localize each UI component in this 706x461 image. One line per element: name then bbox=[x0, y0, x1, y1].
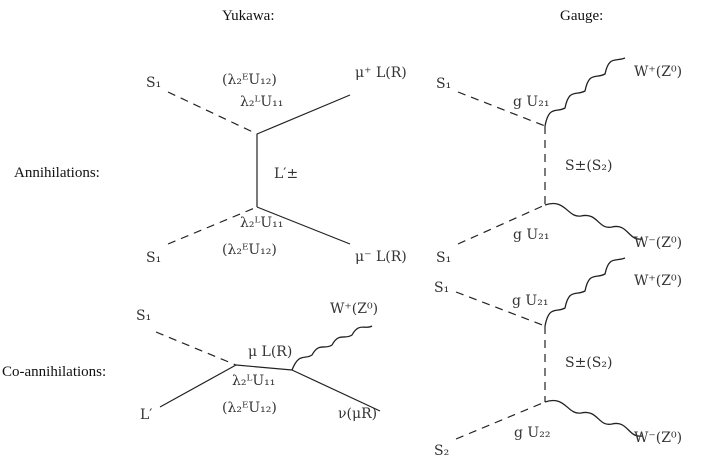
label-vertex-bottom-alt: (λ₂ᴱU₁₂) bbox=[222, 242, 277, 258]
scalar-line-in-top bbox=[457, 91, 546, 127]
diagram-gauge-annihilation: S₁ S₁ g U₂₁ g U₂₁ S±(S₂) W⁺(Z⁰) W⁻(Z⁰) bbox=[436, 57, 682, 266]
label-coupling-bottom: g U₂₂ bbox=[514, 425, 550, 441]
header-yukawa: Yukawa: bbox=[222, 8, 275, 24]
label-vertex: λ₂ᴸU₁₁ bbox=[232, 373, 275, 389]
boson-line-out-bottom bbox=[544, 202, 643, 240]
label-out-top: W⁺(Z⁰) bbox=[634, 64, 682, 80]
fermion-line-out bbox=[291, 369, 381, 412]
label-vertex-alt: (λ₂ᴱU₁₂) bbox=[222, 400, 277, 416]
label-propagator: S±(S₂) bbox=[565, 355, 612, 371]
scalar-line-in-bottom bbox=[167, 206, 258, 245]
fermion-line-in bbox=[159, 364, 237, 408]
label-in-bottom: S₁ bbox=[436, 250, 451, 266]
label-out-fermion: ν(μR) bbox=[338, 406, 377, 422]
boson-line-out-bottom bbox=[544, 399, 643, 437]
boson-line-out-top bbox=[544, 57, 626, 127]
label-out-bottom: W⁻(Z⁰) bbox=[634, 235, 682, 251]
boson-line-out-top bbox=[544, 257, 626, 327]
scalar-line-in-top bbox=[455, 291, 546, 327]
boson-line-out bbox=[291, 325, 373, 371]
label-propagator: S±(S₂) bbox=[565, 158, 612, 174]
label-coupling-top: g U₂₁ bbox=[512, 293, 548, 309]
label-out-top: μ⁺ L(R) bbox=[355, 65, 407, 81]
label-coupling-top: g U₂₁ bbox=[513, 94, 549, 110]
header-gauge: Gauge: bbox=[560, 8, 603, 24]
label-coupling-bottom: g U₂₁ bbox=[513, 227, 549, 243]
label-in-top: S₁ bbox=[434, 280, 449, 296]
label-vertex-bottom: λ₂ᴸU₁₁ bbox=[240, 215, 283, 231]
label-in-scalar: S₁ bbox=[136, 308, 151, 324]
label-out-bottom: W⁻(Z⁰) bbox=[634, 430, 682, 446]
label-in-top: S₁ bbox=[146, 75, 161, 91]
diagram-yukawa-annihilation: S₁ S₁ μ⁺ L(R) μ⁻ L(R) L′± (λ₂ᴱU₁₂) λ₂ᴸU₁… bbox=[146, 65, 407, 266]
scalar-line-in-bottom bbox=[457, 204, 546, 245]
scalar-line-in bbox=[155, 331, 237, 366]
label-in-fermion: L′ bbox=[140, 407, 152, 423]
label-out-boson: W⁺(Z⁰) bbox=[330, 301, 378, 317]
label-in-top: S₁ bbox=[436, 76, 451, 92]
row-label-coannihilations: Co-annihilations: bbox=[2, 364, 106, 380]
label-vertex-top: λ₂ᴸU₁₁ bbox=[240, 94, 283, 110]
fermion-line-out-top bbox=[256, 94, 351, 135]
row-label-annihilations: Annihilations: bbox=[14, 165, 100, 181]
diagram-gauge-coannihilation: S₁ S₂ g U₂₁ g U₂₂ S±(S₂) W⁺(Z⁰) W⁻(Z⁰) bbox=[434, 257, 682, 459]
label-vertex-top-alt: (λ₂ᴱU₁₂) bbox=[222, 72, 277, 88]
scalar-line-in-bottom bbox=[455, 401, 546, 440]
diagram-yukawa-coannihilation: S₁ L′ μ L(R) W⁺(Z⁰) ν(μR) λ₂ᴸU₁₁ (λ₂ᴱU₁₂… bbox=[136, 301, 381, 423]
fermion-internal bbox=[235, 364, 293, 371]
label-out-top: W⁺(Z⁰) bbox=[634, 273, 682, 289]
label-in-bottom: S₂ bbox=[434, 443, 449, 459]
scalar-line-in-top bbox=[167, 91, 258, 135]
fermion-line-out-bottom bbox=[256, 206, 351, 245]
label-in-bottom: S₁ bbox=[146, 250, 161, 266]
label-internal: μ L(R) bbox=[248, 344, 292, 360]
label-propagator: L′± bbox=[274, 166, 298, 182]
label-out-bottom: μ⁻ L(R) bbox=[355, 249, 407, 265]
